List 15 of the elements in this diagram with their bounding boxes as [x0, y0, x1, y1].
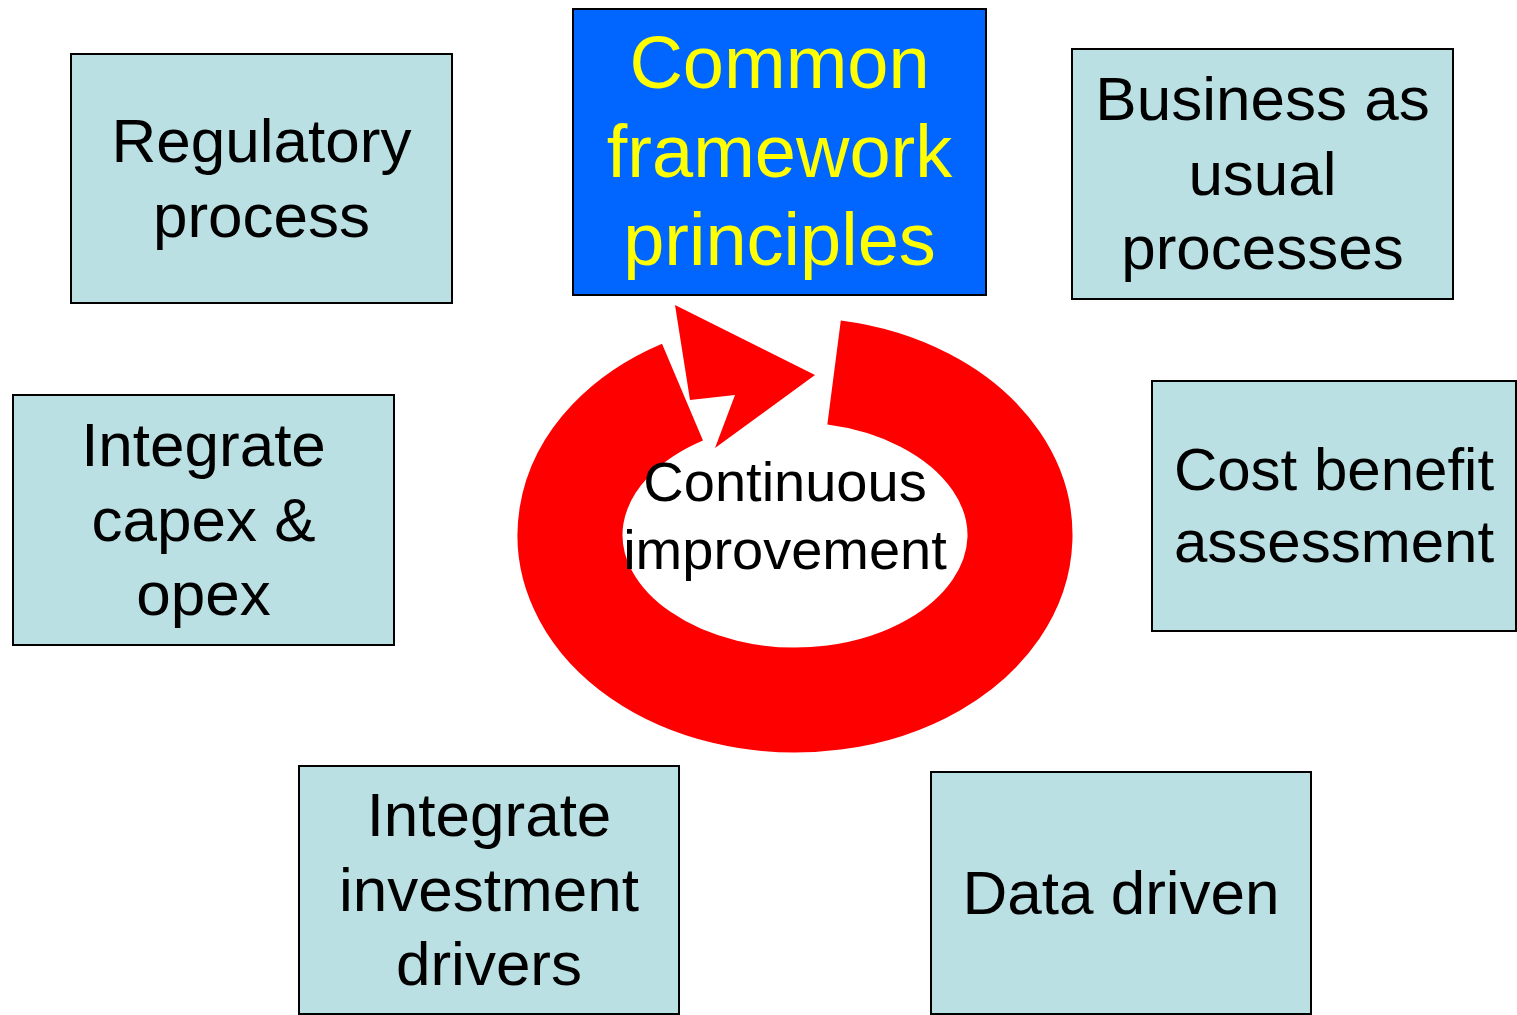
box-label: Regulatory process [110, 105, 413, 252]
process-box [70, 53, 453, 304]
center-label: Continuous improvement [622, 449, 948, 584]
box-label: Data driven [962, 856, 1280, 929]
process-box [1151, 380, 1517, 632]
box-label: Integrate capex & opex [80, 409, 327, 631]
process-box [12, 394, 395, 646]
box-label: Integrate investment drivers [338, 779, 640, 1001]
process-box [298, 765, 680, 1015]
process-box [930, 771, 1312, 1015]
box-label: Cost benefit assessment [1172, 435, 1496, 577]
box-label: Business as usual processes [1094, 63, 1431, 285]
process-box [572, 8, 987, 296]
box-label: Common framework principles [605, 19, 954, 284]
process-box [1071, 48, 1454, 300]
